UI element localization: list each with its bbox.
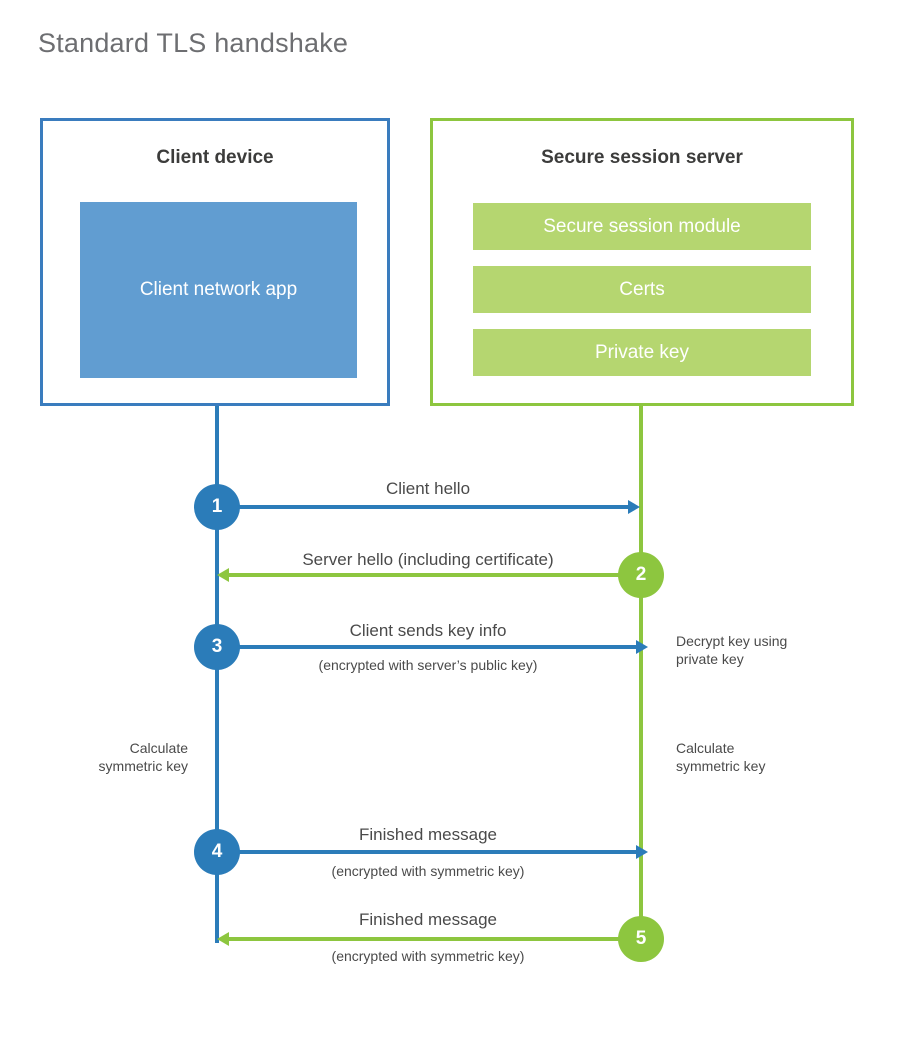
arrowhead-left-icon xyxy=(217,568,229,582)
step-1-arrow xyxy=(217,500,640,514)
step-3-marker: 3 xyxy=(194,624,240,670)
client-calculate-symmetric-key-note: Calculate symmetric key xyxy=(20,740,188,775)
secure-session-server-box: Secure session server Secure session mod… xyxy=(430,118,854,406)
arrowhead-right-icon xyxy=(636,845,648,859)
server-calculate-symmetric-key-note: Calculate symmetric key xyxy=(676,740,856,775)
server-component-secure-session-module: Secure session module xyxy=(473,203,811,250)
step-1-label: Client hello xyxy=(385,479,471,498)
step-1-marker: 1 xyxy=(194,484,240,530)
step-5-marker: 5 xyxy=(618,916,664,962)
step-3-arrow xyxy=(217,640,648,654)
step-4-marker: 4 xyxy=(194,829,240,875)
client-device-title: Client device xyxy=(156,147,274,168)
secure-session-server-title: Secure session server xyxy=(541,147,743,168)
page-title: Standard TLS handshake xyxy=(38,28,349,58)
server-decrypt-note-line-1: Decrypt key using xyxy=(676,633,788,649)
step-5-arrow xyxy=(217,932,629,946)
step-3-sublabel: (encrypted with server’s public key) xyxy=(318,657,538,673)
step-3-label: Client sends key info xyxy=(349,621,507,640)
server-component-certs: Certs xyxy=(473,266,811,313)
server-decrypt-note-line-2: private key xyxy=(676,650,744,667)
client-device-box: Client device Client network app xyxy=(40,118,390,406)
step-4-arrow xyxy=(217,845,648,859)
client-calc-note-line-2: symmetric key xyxy=(98,757,188,774)
step-2-arrow xyxy=(217,568,629,582)
server-decrypt-note: Decrypt key using private key xyxy=(676,633,856,668)
arrowhead-right-icon xyxy=(628,500,640,514)
step-4-label: Finished message xyxy=(359,825,497,844)
server-component-private-key: Private key xyxy=(473,329,811,376)
step-2-marker: 2 xyxy=(618,552,664,598)
client-calc-note-line-1: Calculate xyxy=(129,740,188,756)
server-calc-note-line-1: Calculate xyxy=(676,740,735,756)
client-lifeline xyxy=(215,406,219,943)
step-2-label: Server hello (including certificate) xyxy=(302,550,554,569)
server-lifeline xyxy=(639,406,643,939)
step-5-label: Finished message xyxy=(359,910,497,929)
server-calc-note-line-2: symmetric key xyxy=(676,757,766,774)
arrowhead-right-icon xyxy=(636,640,648,654)
step-4-sublabel: (encrypted with symmetric key) xyxy=(331,863,525,879)
step-5-sublabel: (encrypted with symmetric key) xyxy=(331,948,525,964)
client-network-app-block: Client network app xyxy=(80,202,357,378)
arrowhead-left-icon xyxy=(217,932,229,946)
